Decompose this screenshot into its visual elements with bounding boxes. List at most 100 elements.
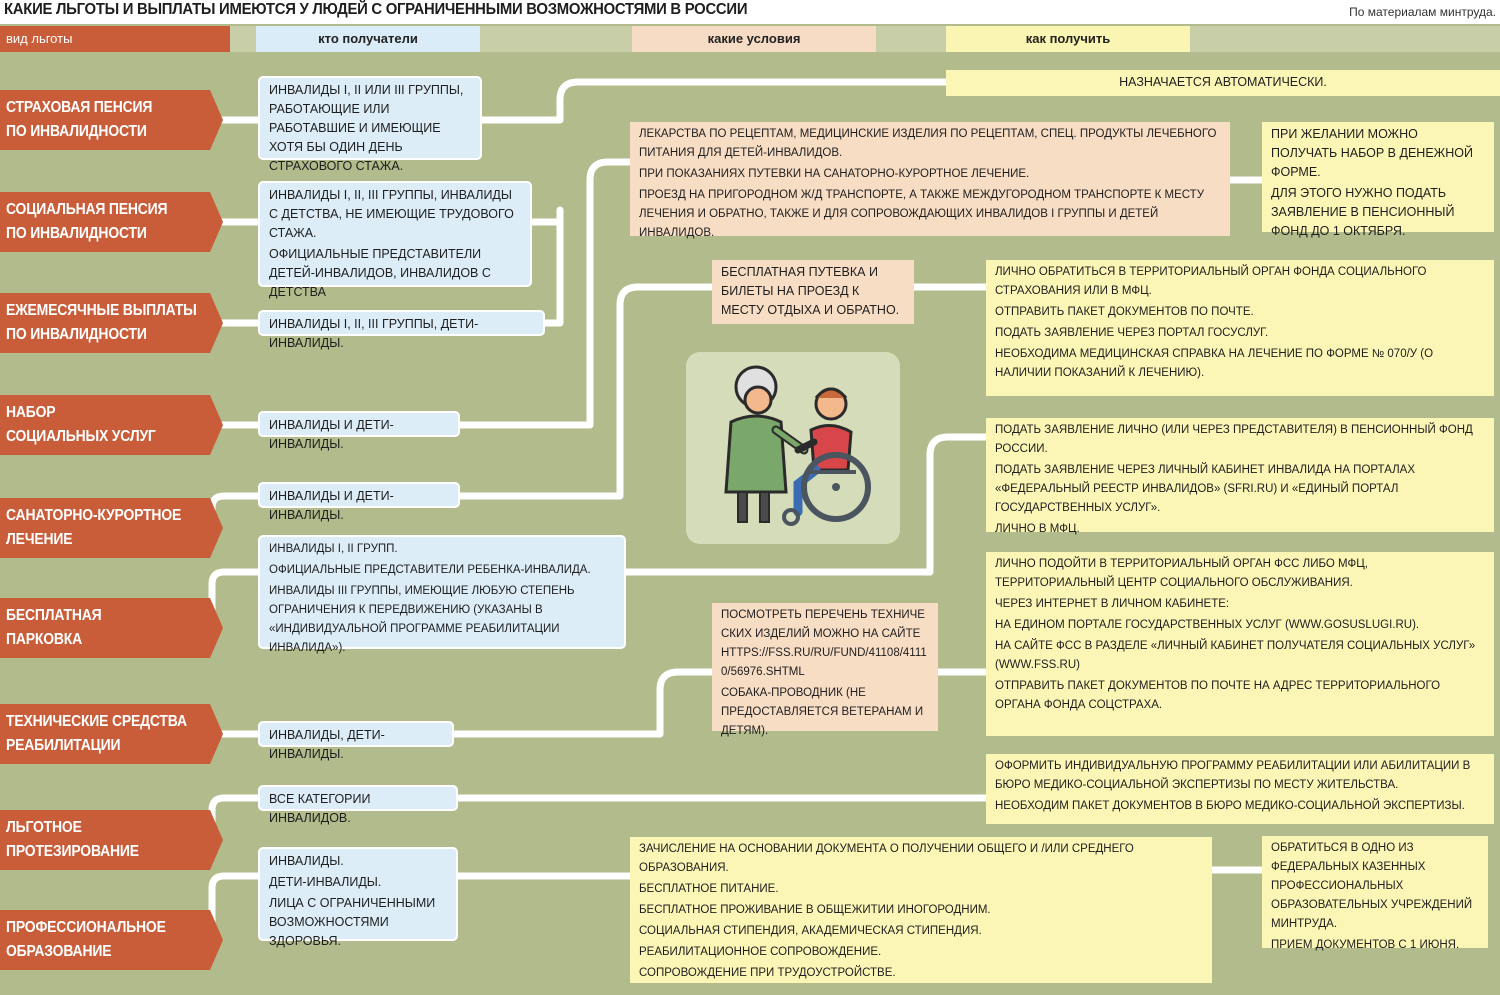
- connector-line: [456, 158, 636, 429]
- connector-line: [622, 433, 994, 576]
- connector-line: [541, 206, 564, 327]
- condition-text: Реабилитационное сопровождение.: [639, 946, 882, 958]
- benefit-social-services: НАБОР СОЦИАЛЬНЫХ УСЛУГ: [0, 395, 223, 455]
- how-text: Подать заявление через портал госуслуг.: [995, 327, 1269, 339]
- how-text: Подать заявление через личный кабинет ин…: [995, 464, 1416, 514]
- connector-line: [450, 668, 718, 738]
- recipient-text: Лица с ограниченными возможностями здоро…: [269, 896, 436, 948]
- header-strip: [876, 26, 946, 52]
- page-title: КАКИЕ ЛЬГОТЫ И ВЫПЛАТЫ ИМЕЮТСЯ У ЛЮДЕЙ С…: [4, 1, 748, 18]
- elderly-woman-helping-wheelchair-user-icon: [724, 365, 871, 526]
- benefit-sanatorium: САНАТОРНО-КУРОРТНОЕ ЛЕЧЕНИЕ: [0, 498, 223, 558]
- recipient-box: Инвалиды и дети-инвалиды.: [258, 411, 460, 451]
- connector-line: [478, 78, 950, 124]
- benefit-label: ТЕХНИЧЕСКИЕ СРЕДСТВА: [6, 713, 187, 730]
- recipient-box: Инвалиды I, II групп. Официальные предст…: [258, 535, 626, 654]
- how-text: Прием документов с 1 июня.: [1271, 939, 1460, 951]
- connector-line: [208, 872, 266, 944]
- how-box: Лично обратиться в территориальный орган…: [986, 260, 1494, 396]
- connector-line: [456, 283, 718, 500]
- recipient-box: Все категории инвалидов.: [258, 785, 458, 825]
- how-text: Отправить пакет документов по почте.: [995, 306, 1254, 318]
- benefit-social-pension: СОЦИАЛЬНАЯ ПЕНСИЯ ПО ИНВАЛИДНОСТИ: [0, 192, 223, 252]
- recipient-text: Инвалиды и дети-инвалиды.: [269, 489, 394, 522]
- condition-text: Лекарства по рецептам, медицинские издел…: [639, 128, 1217, 159]
- condition-box: Бесплатная путевка и билеты на проезд к …: [712, 260, 914, 324]
- recipient-box: Инвалиды и дети-инвалиды.: [258, 482, 460, 522]
- how-box: Лично подойти в территориальный орган ФС…: [986, 552, 1494, 736]
- title-bar: [0, 0, 1500, 24]
- condition-text: Бесплатное проживание в общежитии иногор…: [639, 904, 991, 916]
- how-text: На Едином портале государственных услуг …: [995, 619, 1420, 631]
- condition-box: Посмотреть перечень технических изделий …: [712, 603, 938, 737]
- recipient-box: Инвалиды. Дети-инвалиды. Лица с ограниче…: [258, 847, 458, 948]
- illustration-panel: [686, 352, 900, 544]
- benefit-label: ПРОТЕЗИРОВАНИЕ: [6, 843, 139, 860]
- benefit-rehab-devices: ТЕХНИЧЕСКИЕ СРЕДСТВА РЕАБИЛИТАЦИИ: [0, 704, 223, 764]
- how-text: Оформить индивидуальную программу реабил…: [995, 760, 1471, 791]
- recipient-box: Инвалиды, дети-инвалиды.: [258, 721, 454, 761]
- benefit-label: ЕЖЕМЕСЯЧНЫЕ ВЫПЛАТЫ: [6, 302, 197, 319]
- condition-text: Проезд на пригородном ж/д транспорте, а …: [639, 189, 1205, 239]
- benefit-label: ПО ИНВАЛИДНОСТИ: [6, 225, 147, 242]
- recipient-text: Все категории инвалидов.: [269, 792, 371, 825]
- recipient-text: Инвалиды, дети-инвалиды.: [269, 728, 385, 761]
- column-header-recipients: кто получатели: [256, 26, 480, 52]
- benefit-free-parking: БЕСПЛАТНАЯ ПАРКОВКА: [0, 598, 223, 658]
- how-text: На сайте ФСС в разделе «Личный кабинет п…: [995, 640, 1476, 671]
- column-header-type: вид льготы: [0, 26, 230, 52]
- benefit-label: СТРАХОВАЯ ПЕНСИЯ: [6, 99, 153, 116]
- how-box: Оформить индивидуальную программу реабил…: [986, 754, 1494, 824]
- benefit-label: СОЦИАЛЬНЫХ УСЛУГ: [6, 428, 156, 445]
- benefit-label: ПАРКОВКА: [6, 631, 82, 648]
- how-text: Подать заявление лично (или через предст…: [995, 424, 1473, 455]
- benefit-label: ПРОФЕССИОНАЛЬНОЕ: [6, 919, 166, 936]
- benefit-label: ОБРАЗОВАНИЕ: [6, 943, 112, 960]
- how-text: Лично в МФЦ.: [995, 523, 1080, 535]
- benefit-label: ЛЬГОТНОЕ: [6, 819, 82, 836]
- condition-text: Зачисление на основании документа о полу…: [639, 843, 1134, 874]
- recipient-box: Инвалиды I, II, III группы, инвалиды с д…: [258, 181, 532, 299]
- how-text: Для этого нужно подать заявление в пенси…: [1271, 186, 1455, 238]
- condition-text: Собака-проводник (не предоставляется вет…: [721, 687, 924, 737]
- benefit-label: РЕАБИЛИТАЦИИ: [6, 737, 121, 754]
- benefit-label: ЛЕЧЕНИЕ: [6, 531, 73, 548]
- condition-text: Бесплатное питание.: [639, 883, 779, 895]
- how-text: Через интернет в личном кабинете:: [995, 598, 1230, 610]
- recipient-text: Инвалиды.: [269, 854, 344, 868]
- source-note: По материалам минтруда.: [1349, 5, 1496, 19]
- how-text: Лично обратиться в территориальный орган…: [995, 266, 1427, 297]
- condition-text: Бесплатная путевка и билеты на проезд к …: [721, 265, 900, 317]
- how-box: При желании можно получать набор в денеж…: [1262, 122, 1494, 238]
- header-strip: [480, 26, 632, 52]
- how-box: Обратиться в одно из федеральных казенны…: [1262, 836, 1488, 951]
- recipient-text: Инвалиды I, II, III группы, инвалиды с д…: [269, 188, 514, 240]
- how-box: Подать заявление лично (или через предст…: [986, 418, 1494, 535]
- header-strip: [230, 26, 256, 52]
- how-text: При желании можно получать набор в денеж…: [1271, 127, 1473, 179]
- column-header-conditions: какие условия: [632, 26, 876, 52]
- condition-text: При показаниях путевки на санаторно-куро…: [639, 168, 1030, 180]
- how-text: Назначается автоматически.: [1119, 75, 1327, 89]
- benefit-education: ПРОФЕССИОНАЛЬНОЕ ОБРАЗОВАНИЕ: [0, 910, 223, 970]
- how-text: Отправить пакет документов по почте на а…: [995, 680, 1441, 711]
- header-strip: [1190, 26, 1500, 52]
- recipient-text: Инвалиды I, II или III группы, работающи…: [269, 83, 464, 173]
- benefit-label: ПО ИНВАЛИДНОСТИ: [6, 326, 147, 343]
- column-header-how: как получить: [946, 26, 1190, 52]
- how-text: Необходима медицинская справка на лечени…: [995, 348, 1434, 379]
- condition-text: Социальная стипендия, академическая стип…: [639, 925, 982, 937]
- recipient-text: Дети-инвалиды.: [269, 875, 382, 889]
- benefit-label: СОЦИАЛЬНАЯ ПЕНСИЯ: [6, 201, 168, 218]
- benefit-insurance-pension: СТРАХОВАЯ ПЕНСИЯ ПО ИНВАЛИДНОСТИ: [0, 90, 223, 150]
- benefit-monthly-payments: ЕЖЕМЕСЯЧНЫЕ ВЫПЛАТЫ ПО ИНВАЛИДНОСТИ: [0, 293, 223, 353]
- recipient-text: Инвалиды I, II групп.: [269, 543, 398, 555]
- recipient-text: Инвалиды и дети-инвалиды.: [269, 418, 394, 451]
- connector-line: [208, 794, 266, 844]
- recipient-text: Инвалиды I, II, III группы, дети-инвалид…: [269, 317, 479, 350]
- condition-box: Лекарства по рецептам, медицинские издел…: [630, 122, 1230, 239]
- benefit-label: ПО ИНВАЛИДНОСТИ: [6, 123, 147, 140]
- benefit-label: БЕСПЛАТНАЯ: [6, 607, 102, 624]
- how-text: Необходим пакет документов в бюро медико…: [995, 800, 1465, 812]
